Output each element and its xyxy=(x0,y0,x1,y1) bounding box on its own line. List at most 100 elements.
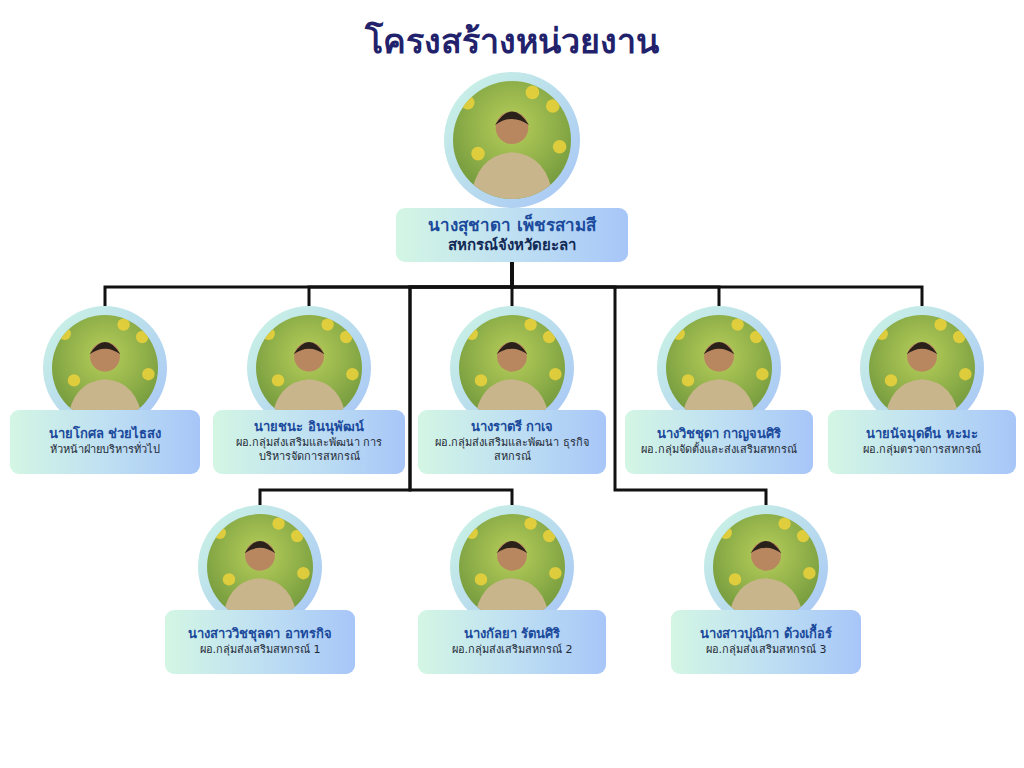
flower-dot xyxy=(346,368,358,380)
person-hair xyxy=(495,111,529,125)
name-plate: นางสุชาดา เพ็ชรสามสีสหกรณ์จังหวัดยะลา xyxy=(396,208,628,262)
person-head xyxy=(497,541,527,571)
flower-dot xyxy=(263,328,275,340)
position-title: ผอ.กลุ่มส่งเสริมและพัฒนา การบริหารจัดการ… xyxy=(221,436,397,465)
person-name: นางวิชชุดา กาญจนศิริ xyxy=(657,426,782,443)
person-hair xyxy=(751,541,782,553)
person-hair xyxy=(294,342,325,354)
person-card: นางวิชชุดา กาญจนศิริผอ.กลุ่มจัดตั้งและส่… xyxy=(625,306,813,474)
flower-dot xyxy=(340,331,352,343)
flower-dot xyxy=(223,573,235,585)
person-hair xyxy=(497,541,528,553)
flower-dot xyxy=(750,331,762,343)
flower-dot xyxy=(117,318,129,330)
name-plate: นางสาววิชชุลดา อาทรกิจผอ.กลุ่มส่งเสริมสห… xyxy=(165,610,355,674)
flower-dot xyxy=(475,374,487,386)
flower-dot xyxy=(526,86,540,100)
flower-dot xyxy=(543,530,555,542)
position-title: ผอ.กลุ่มส่งเสริมสหกรณ์ 1 xyxy=(200,643,321,657)
name-plate: นายโกศล ช่วยไธสงหัวหน้าฝ่ายบริหารทั่วไป xyxy=(10,410,200,474)
person-name: นางราตรี กาเจ xyxy=(471,419,554,436)
person-name: นายชนะ อินนุพัฒน์ xyxy=(254,419,364,436)
flower-dot xyxy=(471,147,485,161)
flower-dot xyxy=(778,517,790,529)
flower-dot xyxy=(959,368,971,380)
person-head xyxy=(497,342,527,372)
flower-dot xyxy=(272,374,284,386)
person-card: นายโกศล ช่วยไธสงหัวหน้าฝ่ายบริหารทั่วไป xyxy=(10,306,200,474)
portrait-photo xyxy=(444,72,580,208)
flower-dot xyxy=(885,374,897,386)
position-title: สหกรณ์จังหวัดยะลา xyxy=(448,236,576,256)
person-hair xyxy=(90,342,121,354)
flower-dot xyxy=(797,530,809,542)
flower-dot xyxy=(720,527,732,539)
flower-dot xyxy=(953,331,965,343)
person-name: นางกัลยา รัตนศิริ xyxy=(464,626,561,643)
person-card: นางราตรี กาเจผอ.กลุ่มส่งเสริมและพัฒนา ธุ… xyxy=(418,306,606,474)
flower-dot xyxy=(731,318,743,330)
flower-dot xyxy=(524,517,536,529)
person-card: นายนัจมุดดีน หะมะผอ.กลุ่มตรวจการสหกรณ์ xyxy=(828,306,1016,474)
flower-dot xyxy=(214,527,226,539)
flower-dot xyxy=(543,331,555,343)
person-hair xyxy=(704,342,735,354)
person-card: นายชนะ อินนุพัฒน์ผอ.กลุ่มส่งเสริมและพัฒน… xyxy=(213,306,405,474)
person-head xyxy=(751,541,781,571)
name-plate: นายชนะ อินนุพัฒน์ผอ.กลุ่มส่งเสริมและพัฒน… xyxy=(213,410,405,474)
person-card: นางสาววิชชุลดา อาทรกิจผอ.กลุ่มส่งเสริมสห… xyxy=(165,505,355,674)
position-title: ผอ.กลุ่มส่งเสริมสหกรณ์ 3 xyxy=(706,643,827,657)
flower-dot xyxy=(59,328,71,340)
position-title: ผอ.กลุ่มส่งเสริมสหกรณ์ 2 xyxy=(452,643,573,657)
flower-dot xyxy=(136,331,148,343)
person-head xyxy=(704,342,734,372)
name-plate: นางราตรี กาเจผอ.กลุ่มส่งเสริมและพัฒนา ธุ… xyxy=(418,410,606,474)
flower-dot xyxy=(729,573,741,585)
flower-dot xyxy=(682,374,694,386)
flower-dot xyxy=(466,527,478,539)
flower-dot xyxy=(524,318,536,330)
person-name: นางสุชาดา เพ็ชรสามสี xyxy=(428,214,596,236)
person-name: นางสาววิชชุลดา อาทรกิจ xyxy=(188,626,332,643)
person-hair xyxy=(497,342,528,354)
photo-ring xyxy=(444,72,580,208)
flower-dot xyxy=(68,374,80,386)
org-connector xyxy=(105,262,512,306)
name-plate: นายนัจมุดดีน หะมะผอ.กลุ่มตรวจการสหกรณ์ xyxy=(828,410,1016,474)
flower-dot xyxy=(546,99,560,113)
position-title: ผอ.กลุ่มจัดตั้งและส่งเสริมสหกรณ์ xyxy=(641,443,797,457)
person-name: นายนัจมุดดีน หะมะ xyxy=(866,426,978,443)
flower-dot xyxy=(272,517,284,529)
flower-dot xyxy=(549,368,561,380)
position-title: หัวหน้าฝ่ายบริหารทั่วไป xyxy=(50,443,160,457)
person-name: นายโกศล ช่วยไธสง xyxy=(49,426,162,443)
flower-dot xyxy=(297,567,309,579)
person-head xyxy=(245,541,275,571)
photo-background xyxy=(444,72,580,208)
position-title: ผอ.กลุ่มตรวจการสหกรณ์ xyxy=(863,443,982,457)
flower-dot xyxy=(553,140,567,154)
person-card: นางกัลยา รัตนศิริผอ.กลุ่มส่งเสริมสหกรณ์ … xyxy=(418,505,606,674)
flower-dot xyxy=(321,318,333,330)
flower-dot xyxy=(466,328,478,340)
flower-dot xyxy=(475,573,487,585)
flower-dot xyxy=(461,96,475,110)
person-hair xyxy=(907,342,938,354)
org-connector xyxy=(512,262,922,306)
person-card: นางสุชาดา เพ็ชรสามสีสหกรณ์จังหวัดยะลา xyxy=(396,72,628,262)
flower-dot xyxy=(934,318,946,330)
flower-dot xyxy=(756,368,768,380)
flower-dot xyxy=(142,368,154,380)
person-head xyxy=(294,342,324,372)
person-head xyxy=(90,342,120,372)
person-card: นางสาวปุณิกา ด้วงเกื้อร์ผอ.กลุ่มส่งเสริม… xyxy=(671,505,861,674)
person-head xyxy=(907,342,937,372)
name-plate: นางกัลยา รัตนศิริผอ.กลุ่มส่งเสริมสหกรณ์ … xyxy=(418,610,606,674)
person-head xyxy=(496,111,529,144)
flower-dot xyxy=(673,328,685,340)
flower-dot xyxy=(549,567,561,579)
position-title: ผอ.กลุ่มส่งเสริมและพัฒนา ธุรกิจสหกรณ์ xyxy=(426,436,598,465)
person-hair xyxy=(245,541,276,553)
person-name: นางสาวปุณิกา ด้วงเกื้อร์ xyxy=(700,626,832,643)
uniform-body xyxy=(470,152,554,208)
